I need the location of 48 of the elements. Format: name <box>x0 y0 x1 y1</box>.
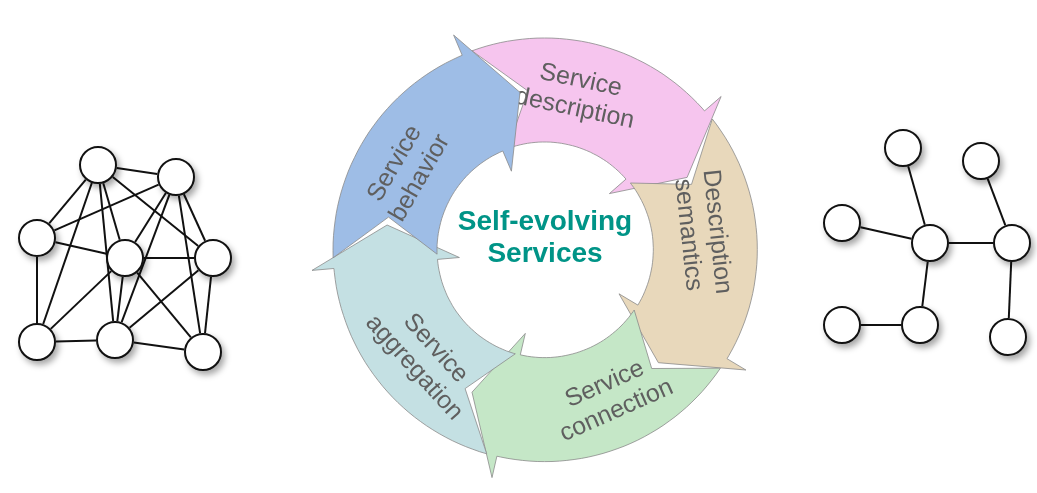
connector-line <box>102 182 121 241</box>
connector-line <box>182 193 207 242</box>
cycle-segment <box>472 310 721 478</box>
connector-line <box>204 275 212 335</box>
connector-line <box>42 181 93 326</box>
connector-line <box>54 241 108 255</box>
connector-line <box>48 178 87 225</box>
network-node <box>184 333 222 371</box>
network-node <box>96 321 134 359</box>
connector-line <box>120 193 171 324</box>
network-node <box>106 239 144 277</box>
network-node <box>18 219 56 257</box>
connector-line <box>134 192 167 243</box>
network-node <box>901 306 939 344</box>
network-node <box>962 142 1000 180</box>
connector-line <box>128 269 200 329</box>
connector-line <box>136 271 192 339</box>
connector-line <box>948 242 994 244</box>
network-node <box>157 158 195 196</box>
connector-line <box>53 183 160 232</box>
connector-line <box>907 165 926 226</box>
network-node <box>823 306 861 344</box>
connector-line <box>115 166 159 176</box>
connector-line <box>55 339 97 343</box>
center-title: Self-evolving Services <box>456 205 634 269</box>
network-node <box>989 318 1027 356</box>
connector-line <box>860 324 902 326</box>
connector-line <box>49 270 113 330</box>
connector-line <box>116 275 124 323</box>
network-node <box>194 239 232 277</box>
connector-line <box>921 260 929 308</box>
connector-line <box>1007 261 1013 319</box>
step-label: Service description <box>512 55 639 136</box>
network-node <box>823 204 861 242</box>
connector-line <box>98 182 115 323</box>
network-node <box>18 323 56 361</box>
connector-line <box>177 194 202 335</box>
network-node <box>884 129 922 167</box>
network-node <box>993 224 1031 262</box>
connector-line <box>986 177 1007 227</box>
connector-line <box>132 341 186 351</box>
step-label: Description semantics <box>669 167 741 298</box>
network-node <box>79 146 117 184</box>
connector-line <box>36 256 38 324</box>
connector-line <box>111 175 200 248</box>
connector-line <box>143 257 195 259</box>
connector-line <box>859 226 913 240</box>
network-node <box>911 224 949 262</box>
